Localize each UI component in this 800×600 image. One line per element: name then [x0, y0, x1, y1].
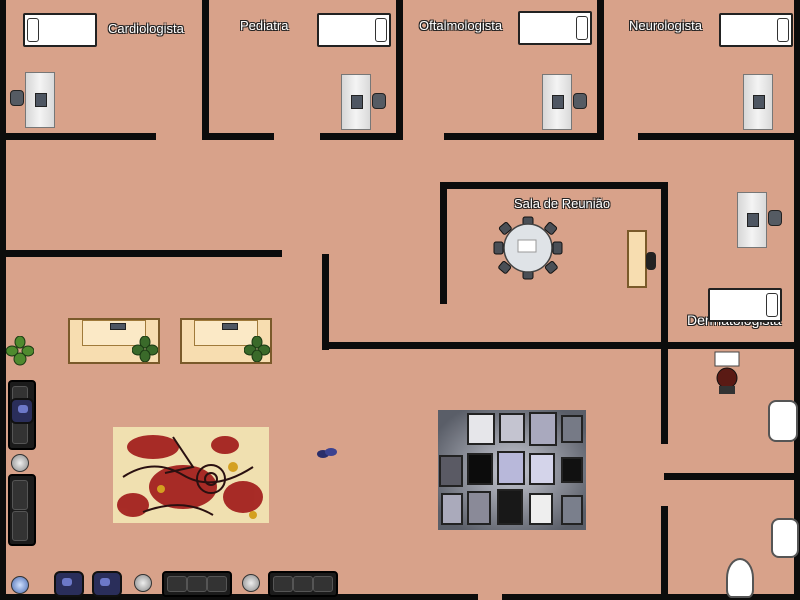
wall — [0, 250, 282, 257]
wall — [322, 254, 329, 350]
office-chair-icon — [573, 93, 587, 109]
wall — [502, 594, 800, 600]
armchair-icon — [10, 398, 34, 424]
lamp-icon — [11, 454, 29, 472]
armchair-icon — [92, 571, 122, 597]
armchair-icon — [54, 571, 84, 597]
room-label-neurologist: Neurologista — [629, 18, 702, 33]
sink-icon — [768, 400, 798, 442]
wall — [638, 133, 800, 140]
wall — [661, 182, 668, 444]
office-chair-icon — [10, 90, 24, 106]
wall — [320, 133, 402, 140]
office-chair-icon — [646, 252, 656, 270]
office-chair-icon — [372, 93, 386, 109]
desk-icon — [341, 74, 371, 130]
wall — [794, 0, 800, 600]
wall — [440, 182, 668, 189]
wall — [0, 133, 156, 140]
wall — [0, 0, 6, 600]
wall — [597, 0, 604, 140]
wall — [322, 342, 800, 349]
hospital-bed-icon — [23, 13, 97, 47]
desk-icon — [542, 74, 572, 130]
toilet-icon — [726, 558, 754, 598]
lamp-icon — [11, 576, 29, 594]
reception-counter — [68, 318, 160, 364]
reception-counter — [180, 318, 272, 364]
room-label-cardiologist: Cardiologista — [108, 21, 184, 36]
wall — [440, 182, 447, 304]
wall — [202, 0, 209, 140]
room-label-pediatrician: Pediatra — [240, 18, 289, 33]
wall — [202, 133, 274, 140]
sofa-icon — [162, 571, 232, 597]
plant-icon — [6, 336, 34, 366]
room-label-ophthalmologist: Oftalmologista — [419, 18, 503, 33]
sofa-icon — [268, 571, 338, 597]
sofa-icon — [8, 474, 36, 546]
plant-icon — [132, 336, 158, 362]
desk-icon — [737, 192, 767, 248]
wall — [444, 133, 604, 140]
office-chair-icon — [714, 351, 740, 394]
desk-icon — [743, 74, 773, 130]
plant-icon — [244, 336, 270, 362]
rug-icon — [438, 410, 586, 530]
lamp-icon — [134, 574, 152, 592]
lamp-icon — [242, 574, 260, 592]
hospital-bed-icon — [708, 288, 782, 322]
round-table-icon — [493, 216, 563, 280]
desk-icon — [25, 72, 55, 128]
hospital-bed-icon — [317, 13, 391, 47]
shoes-icon — [317, 448, 337, 458]
wall — [664, 473, 800, 480]
office-chair-icon — [768, 210, 782, 226]
wall — [0, 594, 478, 600]
rug-icon — [113, 427, 269, 523]
hospital-bed-icon — [518, 11, 592, 45]
hospital-bed-icon — [719, 13, 793, 47]
wall — [396, 0, 403, 140]
desk-icon — [627, 230, 647, 288]
wall — [661, 506, 668, 600]
sink-icon — [771, 518, 799, 558]
room-label-meeting-room: Sala de Reunião — [514, 196, 611, 211]
